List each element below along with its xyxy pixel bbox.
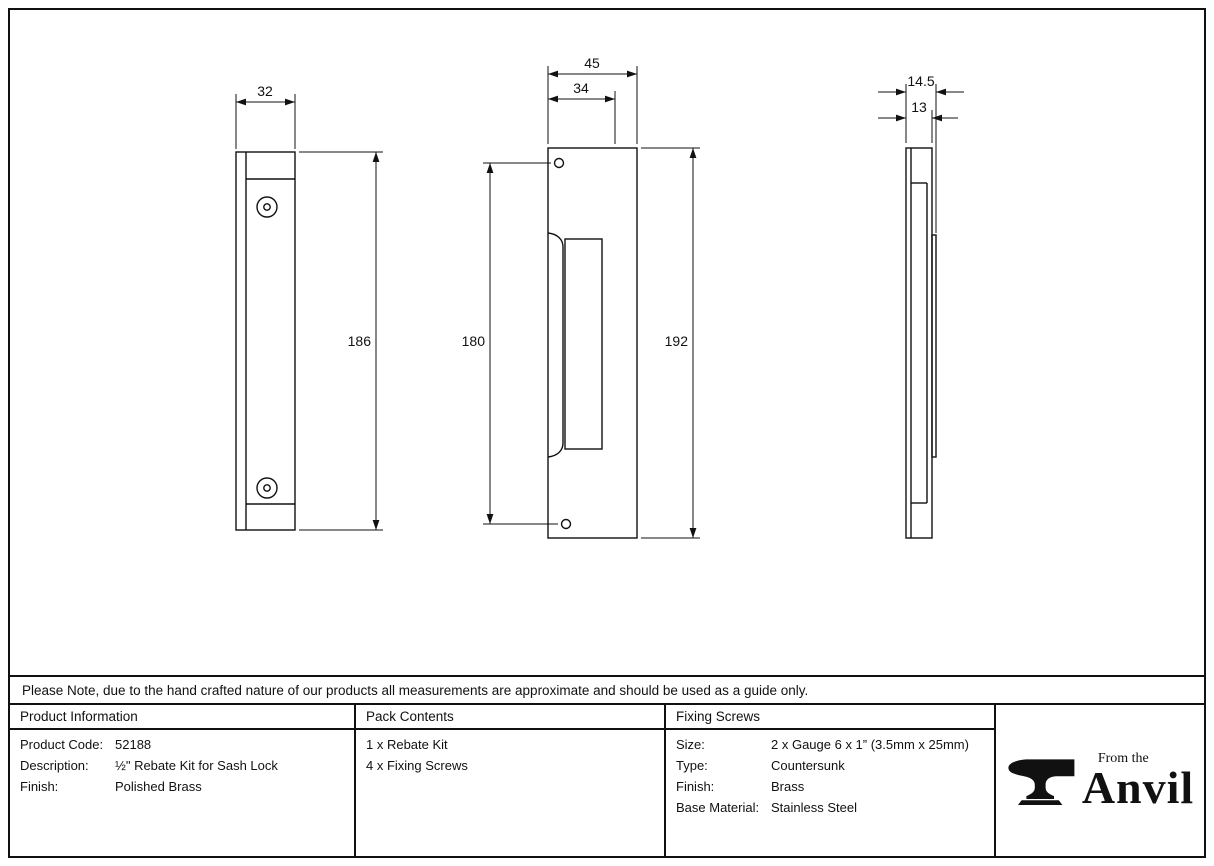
screw-hole-center — [263, 203, 271, 211]
left-view-outline — [235, 151, 296, 531]
fixing-screws-column: Fixing Screws Size: 2 x Gauge 6 x 1” (3.… — [666, 705, 996, 856]
dimension-depth-14-5: 14.5 — [878, 73, 964, 233]
dimension-width-45: 45 — [547, 55, 638, 144]
logo-tagline: From the — [1097, 750, 1149, 766]
dimension-label: 34 — [573, 80, 589, 96]
row-label: Finish: — [20, 779, 59, 794]
screw-hole — [256, 477, 278, 499]
screw-hole-center — [263, 484, 271, 492]
measurement-note-bar: Please Note, due to the hand crafted nat… — [10, 675, 1204, 705]
screw-hole — [256, 196, 278, 218]
dimension-width-34: 34 — [548, 80, 616, 144]
product-information-column: Product Information Product Code: 52188 … — [10, 705, 356, 856]
row-value: Countersunk — [771, 758, 845, 773]
dimension-label: 186 — [348, 333, 372, 349]
brand-logo-cell: From the Anvil — [996, 705, 1204, 856]
dimension-label: 192 — [665, 333, 689, 349]
left-view — [235, 151, 296, 531]
logo-name: Anvil — [1081, 761, 1195, 813]
dimension-label: 180 — [462, 333, 486, 349]
side-view — [905, 147, 937, 539]
dimension-height-186: 186 — [299, 151, 383, 531]
row-label: Base Material: — [676, 800, 760, 815]
latch-opening — [564, 238, 603, 450]
product-information-body: Product Code: 52188 Description: ½" Reba… — [10, 730, 354, 800]
screw-hole — [553, 157, 565, 169]
screw-hole — [560, 518, 572, 530]
dimension-holes-180: 180 — [462, 162, 558, 525]
fixing-screws-body: Size: 2 x Gauge 6 x 1” (3.5mm x 25mm) Ty… — [666, 730, 994, 821]
row-label: Finish: — [676, 779, 715, 794]
pack-contents-header: Pack Contents — [356, 705, 664, 730]
spec-table: Product Information Product Code: 52188 … — [10, 705, 1204, 856]
measurement-note-text: Please Note, due to the hand crafted nat… — [22, 682, 809, 698]
dimension-height-192: 192 — [641, 147, 700, 539]
side-view-lip-profile — [931, 234, 937, 458]
pack-contents-body: 1 x Rebate Kit 4 x Fixing Screws — [356, 730, 664, 779]
row-value: 52188 — [115, 737, 152, 752]
table-row: Size: 2 x Gauge 6 x 1” (3.5mm x 25mm) — [666, 737, 994, 758]
dimension-label: 14.5 — [907, 73, 934, 89]
technical-drawing: 32 186 45 34 — [235, 55, 964, 539]
table-row: Type: Countersunk — [666, 758, 994, 779]
dimension-label: 32 — [257, 83, 273, 99]
row-label: Size: — [676, 737, 705, 752]
table-row: Finish: Polished Brass — [10, 779, 354, 800]
middle-view — [547, 147, 638, 539]
pack-contents-column: Pack Contents 1 x Rebate Kit 4 x Fixing … — [356, 705, 666, 856]
row-value: Polished Brass — [115, 779, 202, 794]
row-label: Product Code: — [20, 737, 104, 752]
side-view-outline — [905, 147, 933, 539]
page-border — [8, 8, 1206, 858]
dimension-width-32: 32 — [235, 83, 296, 149]
strike-plate-lip — [547, 232, 564, 458]
table-row: Finish: Brass — [666, 779, 994, 800]
product-information-header: Product Information — [10, 705, 354, 730]
row-label: Description: — [20, 758, 89, 773]
strike-plate-outline — [547, 147, 638, 539]
list-item: 1 x Rebate Kit — [366, 737, 448, 752]
row-label: Type: — [676, 758, 708, 773]
dimension-label: 45 — [584, 55, 600, 71]
from-the-anvil-logo: From the Anvil — [1006, 751, 1194, 811]
table-row: Product Code: 52188 — [10, 737, 354, 758]
anvil-icon — [1008, 758, 1075, 805]
row-value: 2 x Gauge 6 x 1” (3.5mm x 25mm) — [771, 737, 969, 752]
dimension-label: 13 — [911, 99, 927, 115]
list-item: 4 x Fixing Screws — [366, 758, 468, 773]
logo-text: From the Anvil — [1082, 751, 1194, 811]
row-value: ½" Rebate Kit for Sash Lock — [115, 758, 278, 773]
table-row: Base Material: Stainless Steel — [666, 800, 994, 821]
row-value: Brass — [771, 779, 805, 794]
fixing-screws-header: Fixing Screws — [666, 705, 994, 730]
dimension-depth-13: 13 — [878, 99, 958, 143]
row-value: Stainless Steel — [771, 800, 857, 815]
table-row: Description: ½" Rebate Kit for Sash Lock — [10, 758, 354, 779]
